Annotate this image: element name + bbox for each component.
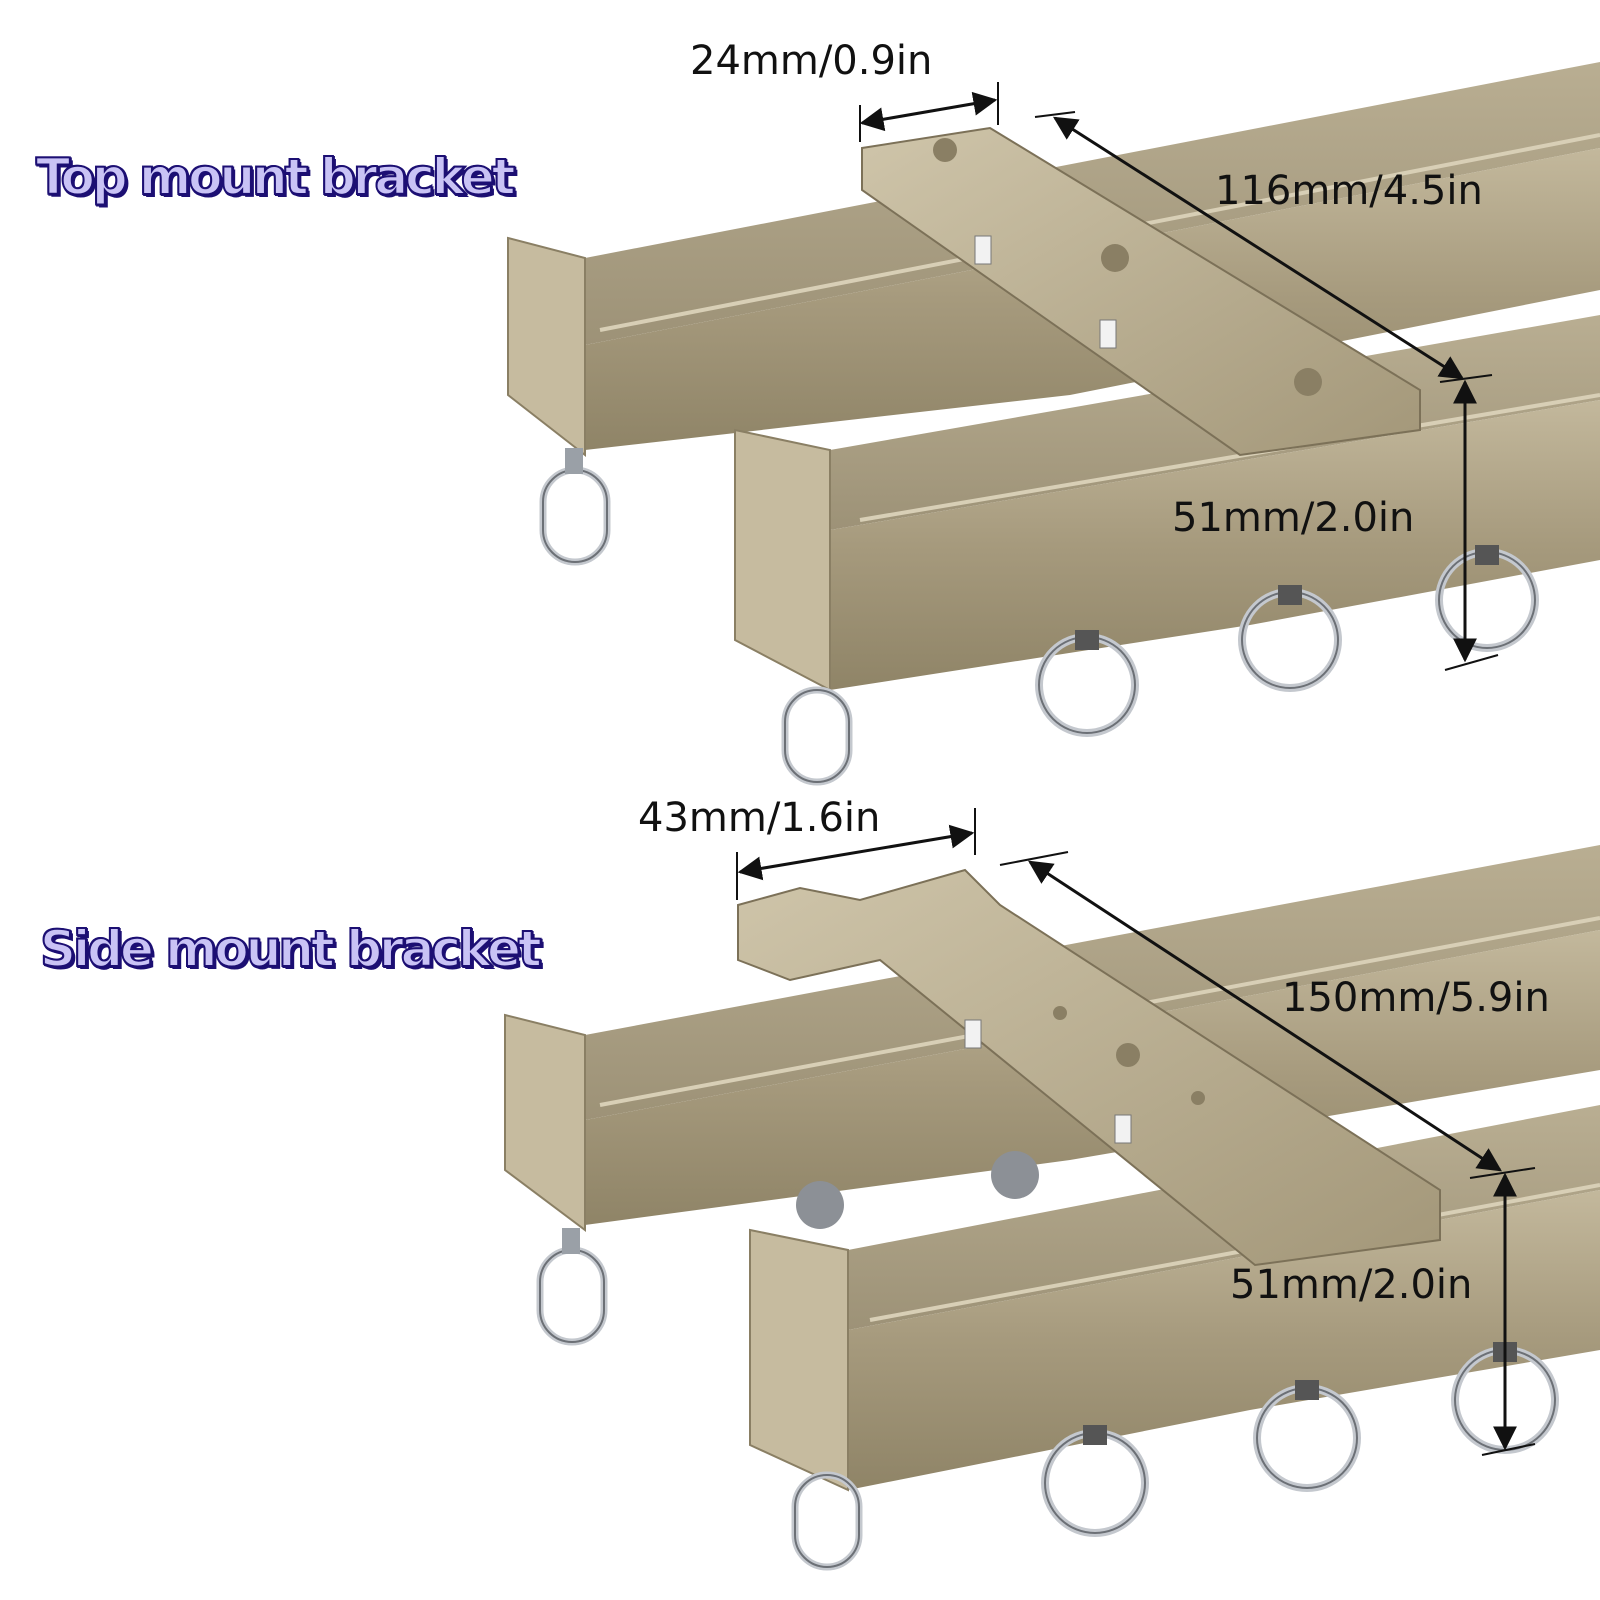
ring-icon <box>1253 1380 1361 1492</box>
top-bracket-width-label: 24mm/0.9in <box>690 38 933 84</box>
side-bracket-width-label: 43mm/1.6in <box>638 795 881 841</box>
side-track-spacing-label: 150mm/5.9in <box>1282 975 1550 1021</box>
ring-icon <box>1238 585 1342 692</box>
ring-icon <box>1041 1425 1149 1537</box>
top-track-spacing-label: 116mm/4.5in <box>1215 168 1483 214</box>
ring-icon <box>791 1471 863 1571</box>
side-mount-assembly <box>504 808 1600 1571</box>
ring-icon <box>536 1228 608 1346</box>
ring-icon <box>539 448 611 566</box>
top-dimension-lines <box>859 82 1499 671</box>
ring-icon <box>1035 630 1139 737</box>
ring-icon <box>1435 545 1539 652</box>
side-track-height-label: 51mm/2.0in <box>1230 1262 1473 1308</box>
side-section-title: Side mount bracket <box>39 919 543 979</box>
ring-icon <box>796 1151 1039 1229</box>
top-section-title: Top mount bracket <box>35 147 517 207</box>
top-mount-assembly <box>507 62 1600 786</box>
top-track-height-label: 51mm/2.0in <box>1172 495 1415 541</box>
side-dimension-lines <box>736 808 1536 1456</box>
ring-icon <box>781 686 853 786</box>
